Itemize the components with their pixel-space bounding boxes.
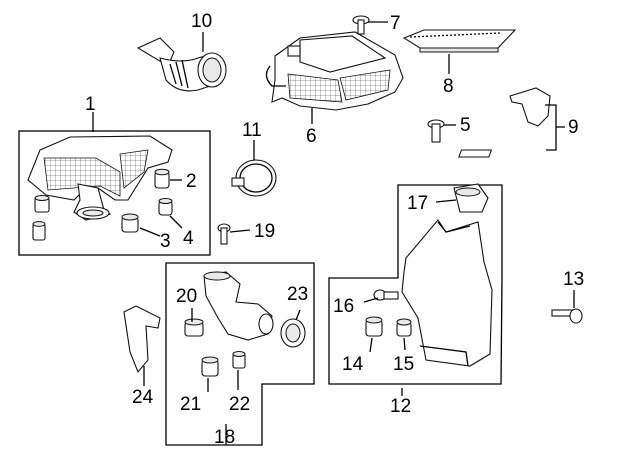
callout-16: 16 [333, 296, 354, 317]
bolt-part-16 [373, 289, 399, 301]
callout-23: 23 [287, 284, 308, 305]
air-filter-element [402, 29, 517, 53]
callout-15: 15 [393, 354, 414, 375]
grommet-part-22 [232, 351, 246, 369]
grommet-part-2 [154, 168, 170, 189]
callout-labels: 1 2 3 4 5 6 7 8 9 10 11 12 13 14 15 16 1… [85, 11, 584, 448]
screw-part-7 [352, 15, 370, 35]
grommet-part-1b [32, 221, 46, 241]
callout-9: 9 [568, 117, 579, 138]
callout-1: 1 [85, 94, 96, 115]
air-cleaner-upper-cover [265, 31, 404, 111]
callout-24: 24 [132, 387, 154, 408]
resonator-part-12 [401, 219, 493, 367]
grommet-part-20 [184, 318, 204, 337]
bracket-part-24 [123, 305, 161, 374]
callout-11: 11 [242, 120, 262, 141]
callout-2: 2 [186, 171, 197, 192]
callout-6: 6 [306, 126, 317, 147]
box-intake-group-18 [165, 262, 315, 446]
callout-3: 3 [160, 231, 171, 252]
callout-22: 22 [229, 394, 250, 415]
box-air-cleaner-housing [18, 130, 211, 256]
leader-lines [92, 21, 575, 445]
bolt-part-13 [551, 308, 583, 324]
intake-duct-part-18 [203, 271, 274, 341]
seal-ring-part-23 [280, 318, 306, 348]
callout-13: 13 [563, 269, 584, 290]
grommet-part-21 [201, 356, 219, 377]
callout-5: 5 [460, 115, 471, 136]
callout-12: 12 [390, 396, 411, 417]
bolt-part-5 [427, 119, 445, 143]
sensor-part-9 [458, 87, 551, 158]
grommet-part-4 [158, 198, 173, 216]
callout-4: 4 [183, 228, 194, 249]
callout-20: 20 [176, 286, 197, 307]
callout-7: 7 [390, 13, 401, 34]
bolt-part-19 [217, 223, 231, 245]
callout-18: 18 [214, 427, 235, 448]
box-resonator-group-12 [328, 184, 503, 385]
grommet-part-1a [34, 195, 50, 213]
intake-hose [136, 37, 227, 92]
grommet-part-14 [365, 316, 383, 337]
callout-14: 14 [342, 354, 364, 375]
callout-21: 21 [180, 394, 201, 415]
callout-19: 19 [254, 221, 275, 242]
callout-10: 10 [191, 11, 212, 32]
air-cleaner-lower-housing [27, 135, 173, 221]
callout-17: 17 [407, 193, 428, 214]
grommet-part-15 [396, 318, 412, 337]
grommet-part-3 [121, 213, 139, 233]
callout-8: 8 [443, 76, 454, 97]
seal-part-17 [453, 183, 489, 213]
hose-clamp-part-11 [231, 159, 277, 197]
